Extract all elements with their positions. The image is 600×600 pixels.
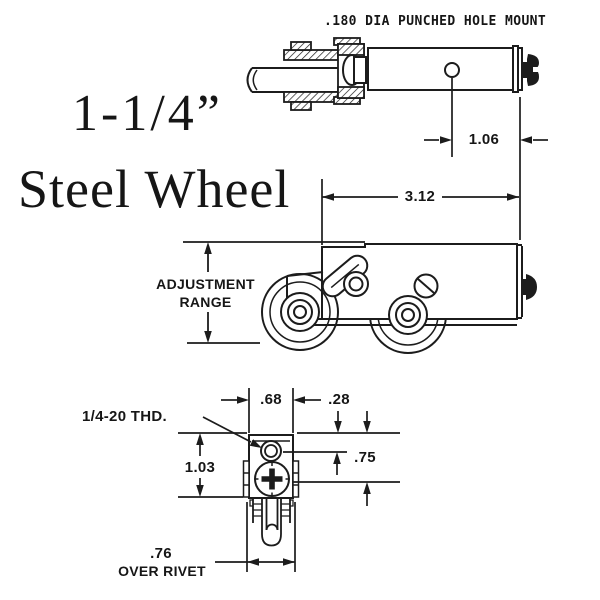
over-rivet-value: .76 [150, 545, 172, 562]
dim-28-75 [283, 411, 400, 506]
dim-3-12 [321, 179, 519, 245]
wheel-edge-view [249, 498, 294, 547]
punched-hole [444, 62, 460, 78]
slotted-screw [413, 273, 439, 299]
side-end-cap [516, 244, 537, 319]
dim-label-1-06: 1.06 [468, 131, 500, 148]
front-wheel [261, 273, 339, 351]
end-cap-screw [512, 45, 543, 93]
end-view [242, 388, 300, 547]
phillips-screw [254, 461, 290, 497]
product-name-title: Steel Wheel [18, 159, 291, 219]
wheel-side-view [261, 243, 537, 354]
dim-adjustment-range [183, 241, 365, 344]
clamp-plates [283, 41, 339, 111]
thread-callout: 1/4-20 THD. [82, 408, 167, 425]
thread-leader [202, 416, 262, 448]
pivot-roller [342, 54, 367, 86]
side-serrations [242, 460, 300, 498]
dim-label-68: .68 [260, 391, 282, 408]
dim-label-1-03: 1.03 [184, 459, 216, 476]
dim-76-over-rivet [215, 502, 296, 572]
dim-label-28: .28 [328, 391, 350, 408]
rear-wheel-hub [388, 295, 428, 335]
adjustment-range-label-line2: RANGE [179, 294, 232, 310]
housing-body-side [367, 47, 514, 91]
adjustment-range-label-line1: ADJUSTMENT [156, 276, 255, 292]
side-profile-view [246, 37, 543, 111]
dim-68 [221, 396, 321, 404]
dim-label-3-12: 3.12 [404, 188, 436, 205]
mounting-tube [246, 67, 342, 93]
adjustment-screw [321, 254, 369, 298]
over-rivet-label: OVER RIVET [118, 563, 206, 579]
dim-1-06 [424, 78, 548, 240]
product-size-title: 1-1/4” [72, 85, 223, 142]
threaded-hole [260, 440, 282, 462]
hole-mount-callout: .180 DIA PUNCHED HOLE MOUNT [324, 14, 547, 29]
dim-label-75: .75 [354, 449, 376, 466]
